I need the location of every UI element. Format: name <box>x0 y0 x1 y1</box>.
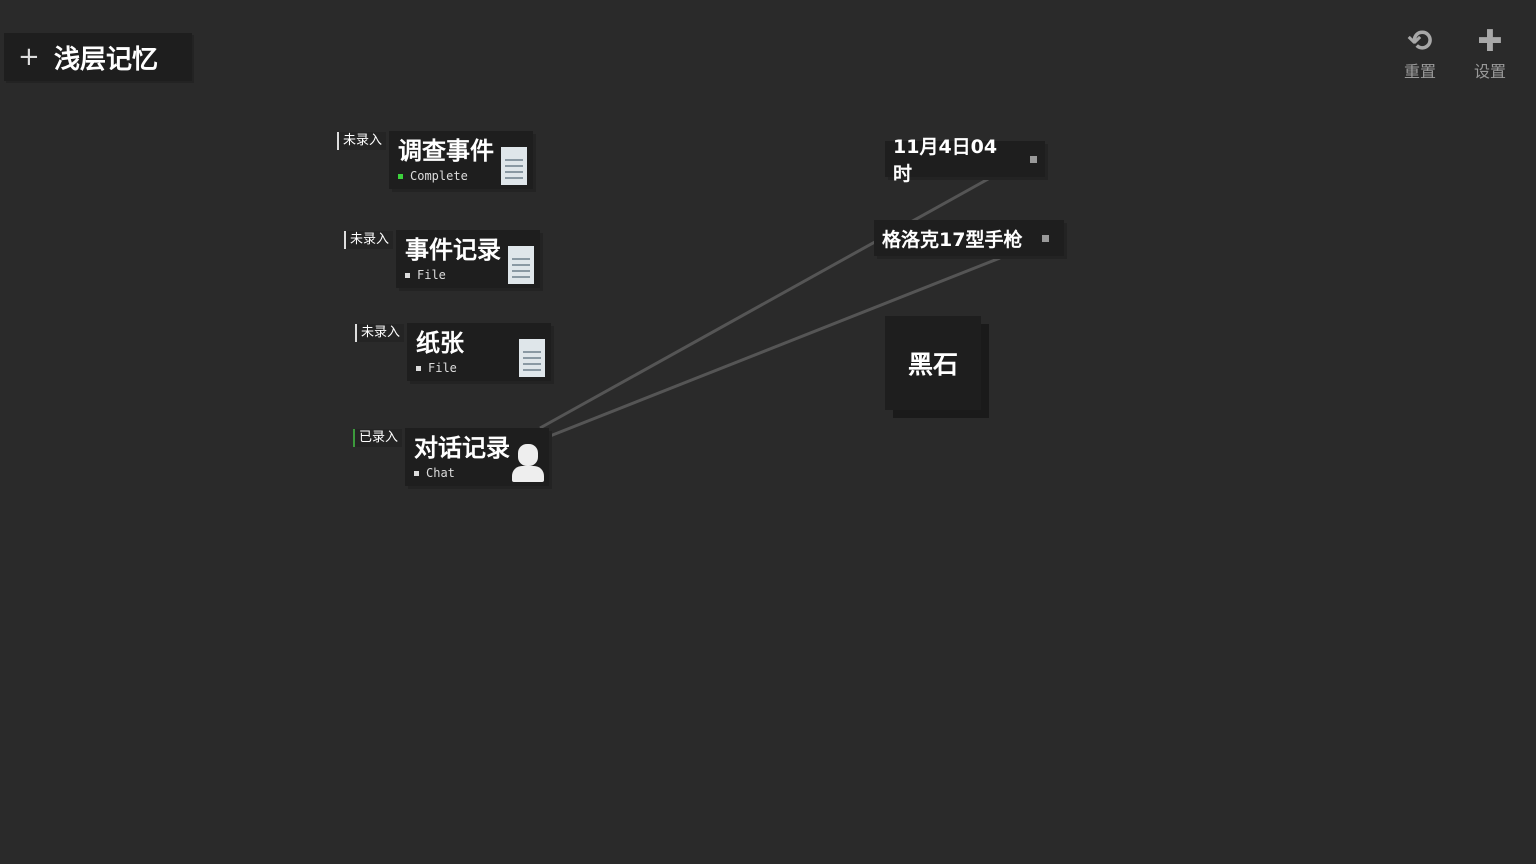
status-dot <box>416 366 421 371</box>
evidence-label: 11月4日04时 <box>893 136 998 185</box>
clue-name: 对话记录 <box>414 434 510 462</box>
settings-label: 设置 <box>1473 62 1506 81</box>
reset-button[interactable]: ⟲ 重置 <box>1395 26 1445 82</box>
clue-name: 事件记录 <box>405 236 501 264</box>
person-icon <box>511 444 545 484</box>
reset-icon: ⟲ <box>1407 24 1433 59</box>
page-title: 浅层记忆 <box>54 44 159 75</box>
plus-icon: ✚ <box>1477 24 1503 59</box>
status-badge: 未录入 <box>337 132 387 150</box>
connection-line <box>539 176 991 430</box>
clue-name: 纸张 <box>416 329 464 357</box>
clue-type: Chat <box>426 466 455 480</box>
plus-icon[interactable]: + <box>18 42 40 72</box>
black-stone-card[interactable]: 黑石 <box>885 316 981 410</box>
clue-type: File <box>428 361 457 375</box>
evidence-time[interactable]: 11月4日04时 <box>885 136 1045 185</box>
document-icon <box>501 147 527 185</box>
clue-card-event-record[interactable]: 事件记录 File <box>396 230 540 288</box>
document-icon <box>508 246 534 284</box>
square-icon <box>1042 234 1050 242</box>
status-badge: 未录入 <box>355 324 405 342</box>
status-badge: 未录入 <box>344 231 394 249</box>
status-dot <box>414 471 419 476</box>
evidence-pistol[interactable]: 格洛克17型手枪 <box>874 220 1064 256</box>
memory-layer-header[interactable]: + 浅层记忆 <box>4 33 192 81</box>
clue-name: 调查事件 <box>398 137 494 165</box>
connection-line <box>549 256 1001 438</box>
reset-label: 重置 <box>1403 62 1436 81</box>
document-icon <box>519 339 545 377</box>
status-badge: 已录入 <box>353 429 403 447</box>
clue-type: File <box>417 268 446 282</box>
evidence-label: 格洛克17型手枪 <box>882 228 1023 251</box>
clue-type: Complete <box>410 169 468 183</box>
clue-card-paper[interactable]: 纸张 File <box>407 323 551 381</box>
clue-card-investigation[interactable]: 调查事件 Complete <box>389 131 533 189</box>
clue-card-chat-record[interactable]: 对话记录 Chat <box>405 428 549 486</box>
square-icon <box>1030 155 1037 163</box>
status-dot <box>398 174 403 179</box>
stone-label: 黑石 <box>907 350 958 379</box>
status-dot <box>405 273 410 278</box>
settings-button[interactable]: ✚ 设置 <box>1465 26 1515 82</box>
